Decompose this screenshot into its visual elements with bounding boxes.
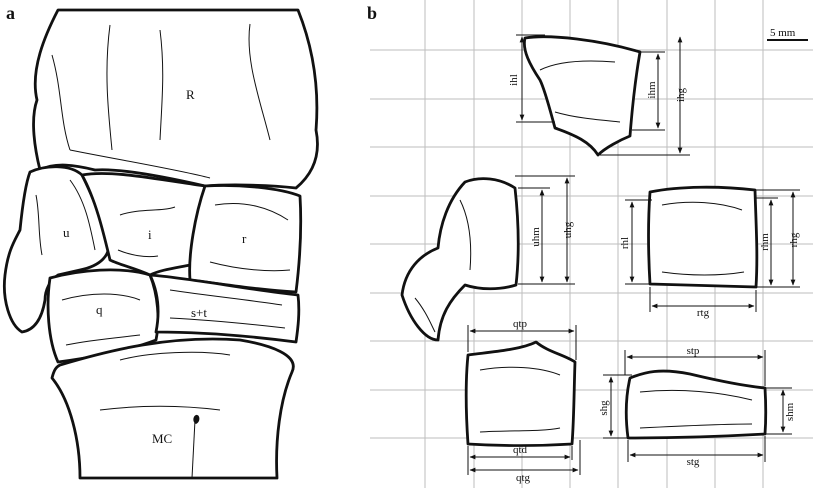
metacarpal-label: MC: [152, 431, 172, 446]
qtp-label: qtp: [513, 318, 528, 330]
radius-label: R: [186, 87, 195, 102]
uhm-label: uhm: [530, 227, 542, 247]
radiale-label: r: [242, 231, 247, 246]
ulnare-label: u: [63, 225, 70, 240]
ihm-label: ihm: [646, 81, 658, 99]
distal-q-measure: qtp qtd qtg: [464, 318, 581, 484]
rtg-label: rtg: [697, 307, 710, 319]
metacarpal-bone: [50, 337, 295, 480]
rhm-label: rhm: [759, 233, 771, 251]
distal-q-bone: [46, 268, 160, 364]
rhg-label: rhg: [788, 232, 800, 247]
stp-label: stp: [687, 345, 700, 357]
distal-st-measure: stp shg shm stg: [598, 345, 796, 468]
panel-b-label: b: [367, 3, 377, 23]
qtd-label: qtd: [513, 444, 528, 456]
scale-label: 5 mm: [770, 27, 796, 39]
intermedium-label: i: [148, 227, 152, 242]
qtg-label: qtg: [516, 472, 531, 484]
rhl-label: rhl: [619, 237, 631, 249]
intermedium-measure: ihl ihm ihg: [508, 34, 690, 157]
shm-label: shm: [784, 402, 796, 421]
stg-label: stg: [687, 456, 700, 468]
shg-label: shg: [598, 400, 610, 416]
radiale-measure: rhl rhm rhg rtg: [619, 185, 800, 319]
panel-a: a R u i r q s+t: [2, 3, 319, 480]
intermedium-bone: [80, 172, 207, 277]
distal-st-label: s+t: [191, 305, 207, 320]
radius-bone: [32, 8, 319, 190]
radius-detail: [106, 24, 113, 151]
ulnare-measure: uhm uhg: [400, 175, 575, 342]
uhg-label: uhg: [562, 221, 574, 238]
ihg-label: ihg: [675, 87, 687, 102]
distal-q-label: q: [96, 302, 103, 317]
scale-bar: 5 mm: [767, 27, 808, 41]
ihl-label: ihl: [508, 74, 520, 86]
panel-a-label: a: [6, 3, 15, 23]
foramen-mark: [193, 414, 200, 424]
panel-b: b 5 mm: [367, 0, 813, 488]
